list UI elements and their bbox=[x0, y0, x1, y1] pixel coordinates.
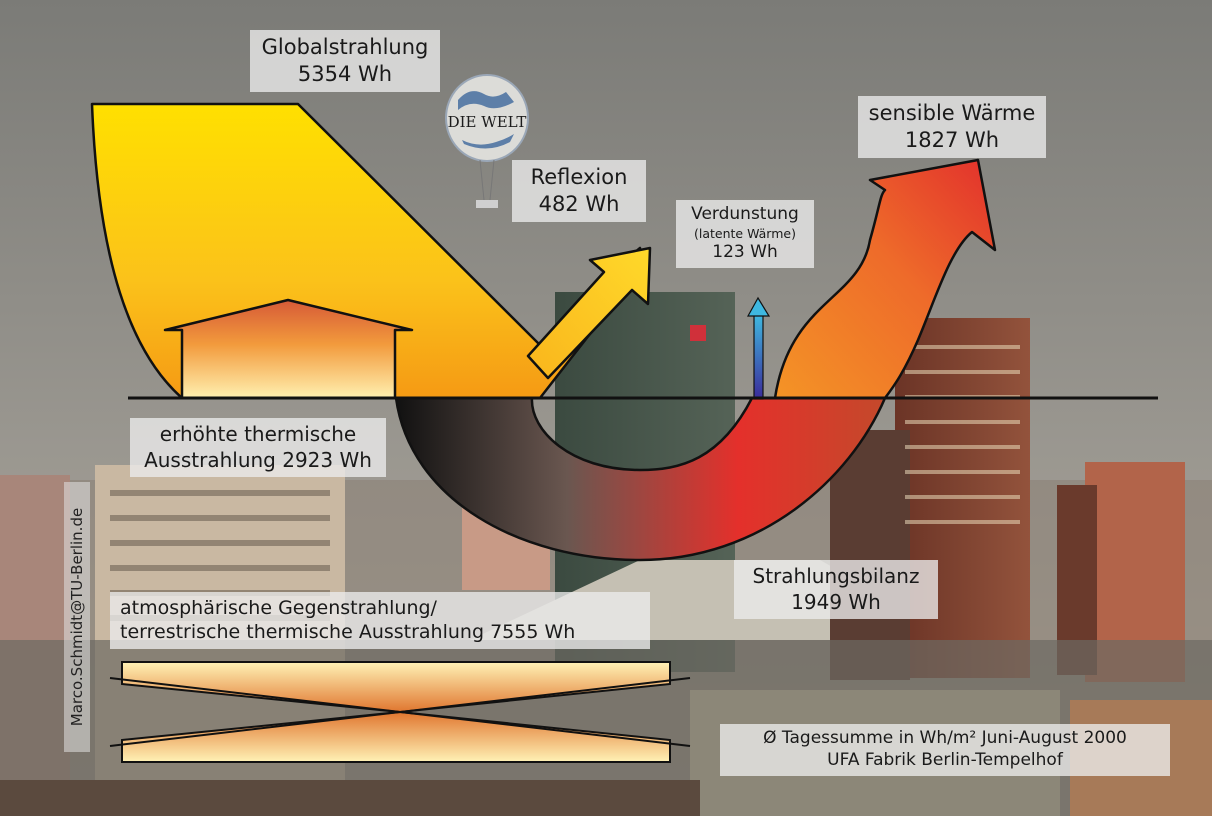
evaporation-subtitle: (latente Wärme) bbox=[694, 225, 796, 241]
house-shape bbox=[163, 298, 414, 400]
reflexion-label: Reflexion 482 Wh bbox=[512, 160, 646, 222]
footnote-line2: UFA Fabrik Berlin-Tempelhof bbox=[827, 749, 1063, 770]
thermal-emission-line1: erhöhte thermische bbox=[159, 422, 357, 446]
reflexion-title: Reflexion bbox=[530, 165, 628, 189]
radiation-balance-label: Strahlungsbilanz 1949 Wh bbox=[734, 560, 938, 620]
sensible-heat-label: sensible Wärme 1827 Wh bbox=[858, 96, 1046, 158]
balloon-text: DIE WELT bbox=[448, 113, 527, 131]
sensible-heat-title: sensible Wärme bbox=[868, 101, 1036, 125]
evaporation-title: Verdunstung bbox=[691, 204, 799, 224]
counter-radiation-bar-top bbox=[121, 661, 671, 714]
evaporation-arrow bbox=[746, 296, 771, 400]
author-credit: Marco.Schmidt@TU-Berlin.de bbox=[64, 482, 90, 752]
counter-radiation-label: atmosphärische Gegenstrahlung/ terrestri… bbox=[110, 592, 650, 649]
radiation-balance-title: Strahlungsbilanz bbox=[752, 564, 920, 588]
radiation-balance-bowl bbox=[394, 396, 887, 562]
balloon-illustration: DIE WELT bbox=[445, 74, 529, 208]
cross-line-2 bbox=[109, 677, 691, 747]
counter-radiation-bar-bottom bbox=[121, 710, 671, 763]
evaporation-label: Verdunstung (latente Wärme) 123 Wh bbox=[676, 200, 814, 268]
counter-radiation-line2: terrestrische thermische Ausstrahlung 75… bbox=[120, 621, 576, 644]
sensible-heat-arrow bbox=[773, 158, 997, 400]
global-radiation-label: Globalstrahlung 5354 Wh bbox=[250, 30, 440, 92]
footnote-line1: Ø Tagessumme in Wh/m² Juni-August 2000 bbox=[763, 728, 1127, 748]
global-radiation-title: Globalstrahlung bbox=[261, 35, 429, 59]
radiation-balance-value: 1949 Wh bbox=[791, 589, 881, 614]
reflexion-arrow bbox=[526, 246, 652, 380]
global-radiation-value: 5354 Wh bbox=[297, 61, 393, 86]
footnote-label: Ø Tagessumme in Wh/m² Juni-August 2000 U… bbox=[720, 724, 1170, 776]
thermal-emission-line2: Ausstrahlung 2923 Wh bbox=[144, 447, 372, 472]
thermal-emission-label: erhöhte thermische Ausstrahlung 2923 Wh bbox=[130, 418, 386, 478]
sensible-heat-value: 1827 Wh bbox=[904, 127, 1000, 152]
counter-radiation-line1: atmosphärische Gegenstrahlung/ bbox=[120, 597, 437, 619]
reflexion-value: 482 Wh bbox=[538, 191, 620, 216]
evaporation-value: 123 Wh bbox=[712, 242, 778, 262]
